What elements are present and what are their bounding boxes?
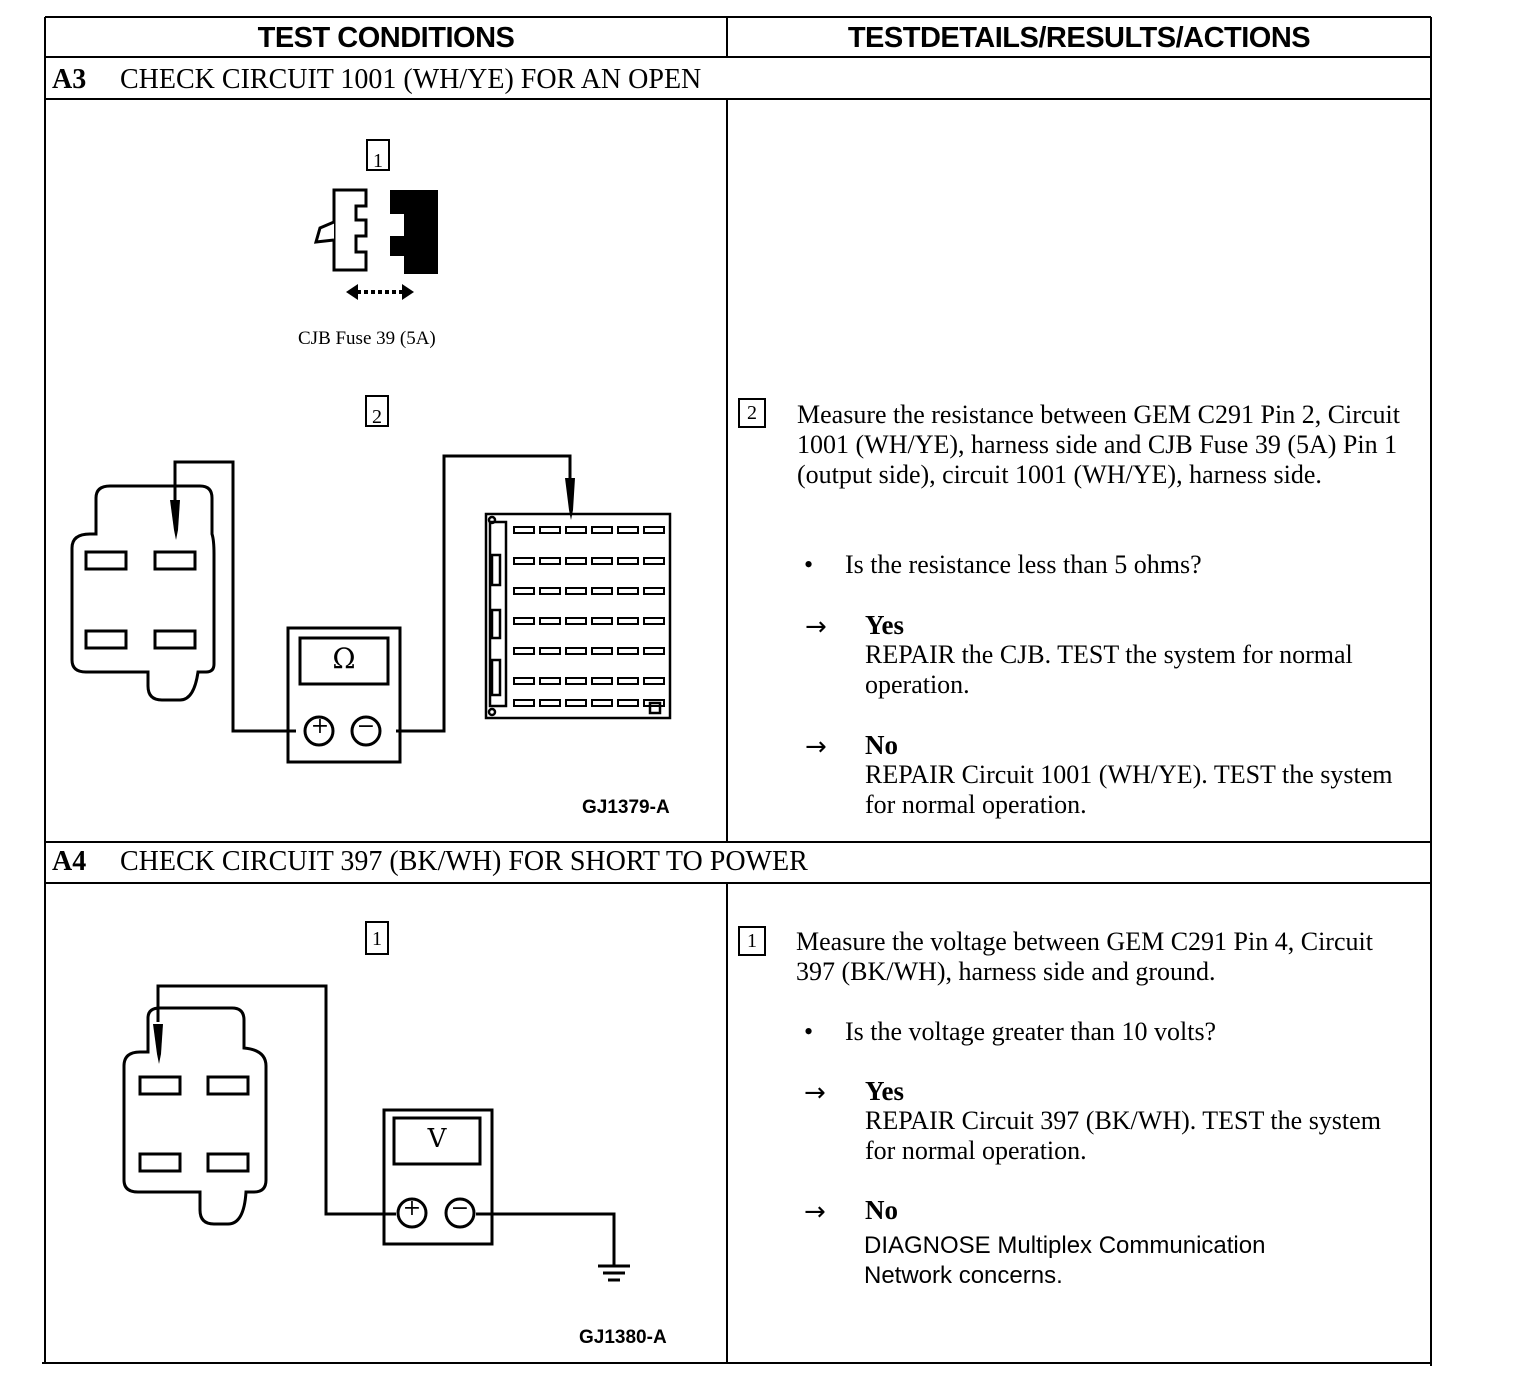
fuse-slot (513, 677, 535, 685)
figure-a3-id: GJ1379-A (582, 797, 670, 818)
fuse-slots (513, 526, 665, 707)
fuse-slot (643, 526, 665, 534)
fuse-slot (539, 699, 561, 707)
gem-connector-icon (122, 1006, 268, 1226)
fuse-slot (565, 617, 587, 625)
ohmmeter-icon (286, 626, 402, 764)
volt-symbol: V (427, 1124, 447, 1154)
fuse-slot (565, 699, 587, 707)
fuse-slot (643, 617, 665, 625)
figure-a4-id: GJ1380-A (579, 1327, 667, 1348)
fuse-slot (513, 647, 535, 655)
voltmeter-icon (382, 1108, 494, 1246)
details-a3-step-number: 2 (747, 402, 757, 424)
a4-no-action: DIAGNOSE Multiplex Communication Network… (864, 1232, 1266, 1289)
fig-a3-step1-label: 1 (373, 150, 383, 172)
details-a4-step-box: 1 (738, 926, 766, 956)
fuse-slot (617, 677, 639, 685)
a3-no-action: REPAIR Circuit 1001 (WH/YE). TEST the sy… (865, 760, 1393, 819)
section-a3-title: CHECK CIRCUIT 1001 (WH/YE) FOR AN OPEN (120, 64, 702, 95)
fuse-slot (591, 526, 613, 534)
fuse-slot (565, 677, 587, 685)
a3-instruction: Measure the resistance between GEM C291 … (797, 400, 1400, 489)
fuse-slot (643, 677, 665, 685)
fuse-slot (591, 699, 613, 707)
fuse-slot (591, 647, 613, 655)
fuse-slot (643, 587, 665, 595)
fuse-slot (565, 557, 587, 565)
a3-yes-label: Yes (865, 610, 904, 640)
figure-a3-drawing (70, 139, 672, 764)
a3-no-label: No (865, 730, 898, 760)
fig-a4-step1-label: 1 (372, 928, 382, 950)
fuse-slot (539, 647, 561, 655)
fuse-caption: CJB Fuse 39 (5A) (298, 328, 436, 349)
fuse-slot (565, 526, 587, 534)
details-a3: 2 Measure the resistance between GEM C29… (728, 100, 1430, 841)
fuse-slot (539, 677, 561, 685)
header-test-conditions: TEST CONDITIONS (257, 22, 515, 54)
fuse-slot (565, 647, 587, 655)
header-test-details: TESTDETAILS/RESULTS/ACTIONS (847, 22, 1311, 54)
fuse-slot (617, 587, 639, 595)
fuse-slot (591, 617, 613, 625)
voltmeter-plus-terminal: + (402, 1196, 422, 1221)
a4-yes-label: Yes (865, 1076, 904, 1106)
figure-a4: 1 V + − GJ1380-A (46, 884, 726, 1362)
fuse-slot (643, 647, 665, 655)
details-a4-step-number: 1 (747, 930, 757, 952)
ohmmeter-plus-terminal: + (310, 714, 330, 739)
section-a4-title: CHECK CIRCUIT 397 (BK/WH) FOR SHORT TO P… (120, 846, 808, 877)
section-a4-id: A4 (52, 846, 87, 877)
cjb-fuse-block-icon (484, 512, 672, 720)
fuse-slot (565, 587, 587, 595)
a4-yes-action: REPAIR Circuit 397 (BK/WH). TEST the sys… (865, 1106, 1381, 1165)
fuse-slot (617, 647, 639, 655)
fuse-slot (513, 617, 535, 625)
section-a3-heading: A3 CHECK CIRCUIT 1001 (WH/YE) FOR AN OPEN (52, 61, 701, 99)
a4-question: Is the voltage greater than 10 volts? (845, 1017, 1217, 1046)
a4-yes-arrow: → (804, 1078, 826, 1108)
fuse-slot (513, 526, 535, 534)
a4-instruction: Measure the voltage between GEM C291 Pin… (796, 927, 1373, 986)
details-a3-step-box: 2 (738, 398, 766, 428)
fuse-slot (643, 699, 665, 707)
fuse-slot (591, 677, 613, 685)
fuse-slot (591, 557, 613, 565)
section-a3-id: A3 (52, 64, 87, 95)
fuse-slot (591, 587, 613, 595)
fuse-slot (617, 617, 639, 625)
fuse-slot (513, 699, 535, 707)
a4-no-arrow: → (804, 1197, 826, 1227)
a3-question: Is the resistance less than 5 ohms? (845, 550, 1202, 579)
fuse-slot (617, 557, 639, 565)
section-a4-heading: A4 CHECK CIRCUIT 397 (BK/WH) FOR SHORT TO… (52, 843, 808, 881)
figure-a4-drawing (122, 921, 630, 1282)
a3-yes-arrow: → (805, 612, 827, 642)
a3-question-bullet: • (804, 550, 814, 579)
a4-no-label: No (865, 1195, 898, 1225)
voltmeter-minus-terminal: − (450, 1196, 470, 1221)
fuse-slot (513, 587, 535, 595)
a4-question-bullet: • (804, 1017, 814, 1046)
a3-yes-action: REPAIR the CJB. TEST the system for norm… (865, 640, 1353, 699)
fuse-slot (643, 557, 665, 565)
fuse-slot (617, 699, 639, 707)
ohmmeter-minus-terminal: − (356, 714, 376, 739)
a3-no-arrow: → (805, 732, 827, 762)
fuse-slot (539, 526, 561, 534)
details-a4: 1 Measure the voltage between GEM C291 P… (728, 884, 1430, 1362)
figure-a3: CJB Fuse 39 (5A) 1 2 Ω + − GJ1379-A (46, 100, 726, 841)
fuse-slot (539, 557, 561, 565)
fuse-slot (617, 526, 639, 534)
fuse-slot (539, 587, 561, 595)
fig-a3-step2-label: 2 (372, 406, 382, 428)
fuse-slot (513, 557, 535, 565)
fuse-slot (539, 617, 561, 625)
gem-connector-icon (70, 484, 216, 702)
fuse-icon (313, 188, 438, 300)
ohm-symbol: Ω (332, 642, 356, 675)
